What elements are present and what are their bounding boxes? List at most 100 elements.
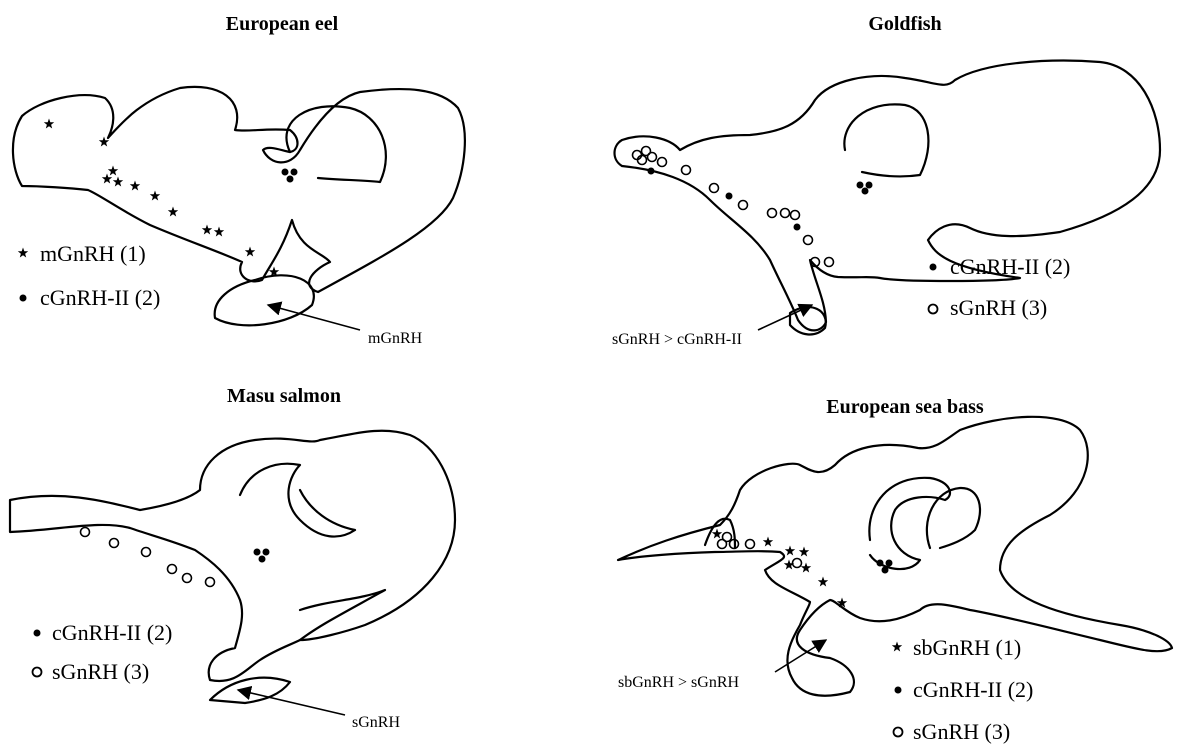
circle-marker [206,578,215,587]
circle-marker [183,574,192,583]
dot-marker [648,168,655,175]
legend: cGnRH-II (2) sGnRH (3) [929,254,1071,320]
dot-marker [877,560,884,567]
dot-marker [263,549,270,556]
annotation-label: sGnRH [352,714,400,731]
star-marker [801,563,811,573]
gnrh-markers [633,147,873,267]
dot-marker [282,169,289,176]
legend-circle-marker [929,305,938,314]
brain-outline [618,417,1172,696]
legend-label: cGnRH-II (2) [913,677,1033,702]
legend-label: sbGnRH (1) [913,635,1021,660]
circle-marker [110,539,119,548]
circle-marker [658,158,667,167]
circle-marker [791,211,800,220]
legend-label: sGnRH (3) [950,295,1047,320]
annotation-arrow: sGnRH > cGnRH-II [612,305,812,348]
circle-marker [739,201,748,210]
panel-european-eel: European eel mGnRH (1) cGnRH-II (2) [13,13,465,347]
dot-marker [794,224,801,231]
circle-marker [768,209,777,218]
dot-marker [857,182,864,189]
circle-marker [682,166,691,175]
panel-title: Goldfish [868,13,941,35]
legend-dot-marker [895,687,902,694]
dot-marker [866,182,873,189]
star-marker [150,191,160,201]
gnrh-markers [712,529,893,608]
star-marker [168,207,178,217]
circle-marker [81,528,90,537]
legend-star-marker [892,642,902,652]
circle-marker [781,209,790,218]
panel-title: Masu salmon [227,385,341,407]
circle-marker [168,565,177,574]
legend: mGnRH (1) cGnRH-II (2) [18,241,161,310]
dot-marker [291,169,298,176]
panel-european-sea-bass: European sea bass sbGnRH (1) cGnRH-II (2… [618,396,1172,744]
star-marker [102,174,112,184]
star-marker [799,547,809,557]
legend-circle-marker [894,728,903,737]
legend-dot-marker [20,295,27,302]
gnrh-markers [81,528,270,587]
dot-marker [862,188,869,195]
circle-marker [718,540,727,549]
star-marker [214,227,224,237]
dot-marker [259,556,266,563]
legend: sbGnRH (1) cGnRH-II (2) sGnRH (3) [892,635,1034,744]
circle-marker [633,151,642,160]
circle-marker [142,548,151,557]
legend-label: cGnRH-II (2) [52,620,172,645]
dot-marker [882,567,889,574]
star-marker [785,546,795,556]
panel-title: European sea bass [826,396,984,418]
brain-outline [615,61,1161,335]
legend-label: sGnRH (3) [52,659,149,684]
dot-cluster [857,182,873,195]
legend-star-marker [18,248,28,258]
star-marker [108,166,118,176]
open-circle-markers [81,528,215,587]
legend-label: cGnRH-II (2) [950,254,1070,279]
legend: cGnRH-II (2) sGnRH (3) [33,620,173,684]
circle-marker [793,559,802,568]
annotation-arrow: sGnRH [238,690,400,731]
star-marker [130,181,140,191]
circle-marker [804,236,813,245]
circle-marker [825,258,834,267]
circle-marker [648,153,657,162]
legend-label: sGnRH (3) [913,719,1010,744]
circle-marker [710,184,719,193]
star-marker [245,247,255,257]
dot-marker [287,176,294,183]
star-marker [712,529,722,539]
star-marker [763,537,773,547]
annotation-label: sbGnRH > sGnRH [618,674,739,691]
circle-marker [746,540,755,549]
star-marker [113,177,123,187]
dot-cluster [254,549,270,563]
panel-masu-salmon: Masu salmon cGnRH-II (2) sGnRH (3) [10,385,455,731]
annotation-arrow: mGnRH [268,305,423,347]
dot-marker [254,549,261,556]
legend-label: mGnRH (1) [40,241,146,266]
open-circle-markers [633,147,834,267]
annotation-label: sGnRH > cGnRH-II [612,331,742,348]
dot-marker [886,560,893,567]
star-marker [818,577,828,587]
legend-label: cGnRH-II (2) [40,285,160,310]
legend-dot-marker [34,630,41,637]
panel-goldfish: Goldfish cGnRH-II (2) sGnRH (3) [612,13,1160,348]
legend-dot-marker [930,264,937,271]
star-marker [44,119,54,129]
dot-marker [726,193,733,200]
dot-cluster [282,169,298,183]
annotation-label: mGnRH [368,330,423,347]
panel-title: European eel [226,13,339,35]
star-marker [202,225,212,235]
legend-circle-marker [33,668,42,677]
circle-marker [638,156,647,165]
